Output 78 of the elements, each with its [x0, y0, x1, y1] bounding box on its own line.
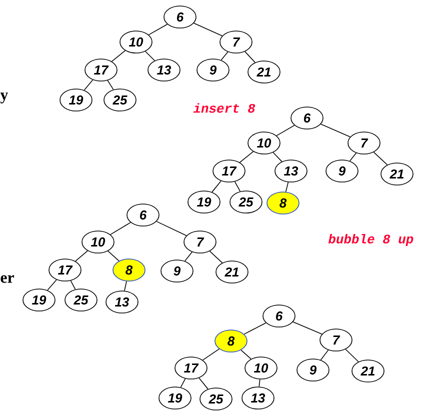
- tree-node: 19: [22, 288, 56, 312]
- tree-edge: [244, 51, 256, 63]
- tree-node: 6: [262, 304, 296, 328]
- tree-node: 6: [126, 204, 160, 226]
- tree-edge: [220, 52, 228, 60]
- tree-edge: [209, 250, 223, 264]
- side-text: y: [0, 92, 8, 104]
- highlighted-node: 8: [112, 258, 146, 282]
- tree-node: 25: [104, 88, 136, 112]
- tree-edge: [320, 124, 351, 138]
- tree-edge: [84, 79, 94, 91]
- tree-node: 19: [188, 190, 220, 214]
- tree-node: 13: [148, 58, 180, 82]
- side-text: er: [0, 275, 14, 283]
- tree-edge: [124, 280, 127, 292]
- tree-edge: [285, 182, 289, 192]
- tree-node: 21: [352, 360, 384, 382]
- tree-node: 19: [158, 386, 192, 410]
- tree-edge: [75, 250, 88, 262]
- tree-node: 10: [82, 230, 114, 254]
- tree-node: 9: [326, 160, 358, 182]
- tree-edge: [234, 181, 241, 192]
- tree-edge: [70, 280, 76, 290]
- tree-node: 21: [248, 60, 280, 84]
- tree-node: 17: [48, 258, 82, 282]
- tree-node: 17: [212, 160, 246, 182]
- tree-node: 9: [196, 58, 230, 82]
- tree-edge: [156, 221, 187, 236]
- tree-edge: [345, 348, 359, 362]
- tree-edge: [110, 222, 131, 235]
- tree-edge: [272, 152, 282, 162]
- tree-edge: [320, 350, 329, 360]
- tree-edge: [276, 124, 295, 136]
- step-caption: insert 8: [193, 103, 256, 113]
- tree-edge: [148, 24, 168, 36]
- tree-node: 25: [64, 288, 98, 312]
- tree-node: 21: [380, 162, 414, 186]
- highlighted-node: 8: [266, 192, 300, 214]
- tree-edge: [239, 151, 254, 163]
- step-caption: bubble 8 up: [328, 234, 414, 246]
- tree-edge: [198, 378, 208, 390]
- tree-node: 10: [120, 30, 152, 54]
- highlighted-node: 8: [214, 330, 248, 352]
- tree-node: 9: [296, 358, 330, 382]
- tree-node: 13: [106, 290, 138, 314]
- tree-edge: [373, 152, 388, 166]
- tree-node: 10: [248, 132, 280, 154]
- tree-edge: [144, 50, 156, 62]
- tree-node: 6: [164, 6, 196, 28]
- tree-edge: [292, 322, 322, 334]
- tree-edge: [240, 350, 252, 360]
- tree-edge: [107, 80, 114, 90]
- tree-edge: [349, 152, 357, 162]
- tree-edge: [244, 322, 266, 335]
- tree-node: 6: [290, 106, 324, 130]
- tree-edge: [212, 180, 222, 192]
- tree-edge: [193, 22, 223, 36]
- tree-node: 7: [320, 328, 352, 352]
- tree-node: 19: [60, 88, 92, 112]
- tree-node: 9: [160, 260, 194, 282]
- tree-node: 7: [184, 230, 216, 254]
- tree-edge: [111, 50, 126, 62]
- tree-node: 25: [200, 388, 232, 410]
- tree-edge: [108, 250, 120, 262]
- tree-node: 7: [348, 132, 380, 154]
- tree-edge: [258, 378, 260, 388]
- tree-node: 13: [274, 160, 308, 182]
- tree-node: 25: [230, 190, 262, 214]
- tree-node: 13: [242, 386, 274, 410]
- tree-edge: [47, 279, 57, 291]
- tree-edge: [202, 348, 220, 360]
- tree-node: 21: [216, 260, 248, 284]
- tree-node: 10: [244, 356, 278, 380]
- tree-node: 7: [220, 30, 252, 54]
- tree-edge: [180, 378, 186, 388]
- tree-edge: [184, 252, 192, 262]
- tree-node: 17: [174, 356, 208, 380]
- tree-node: 17: [84, 58, 118, 82]
